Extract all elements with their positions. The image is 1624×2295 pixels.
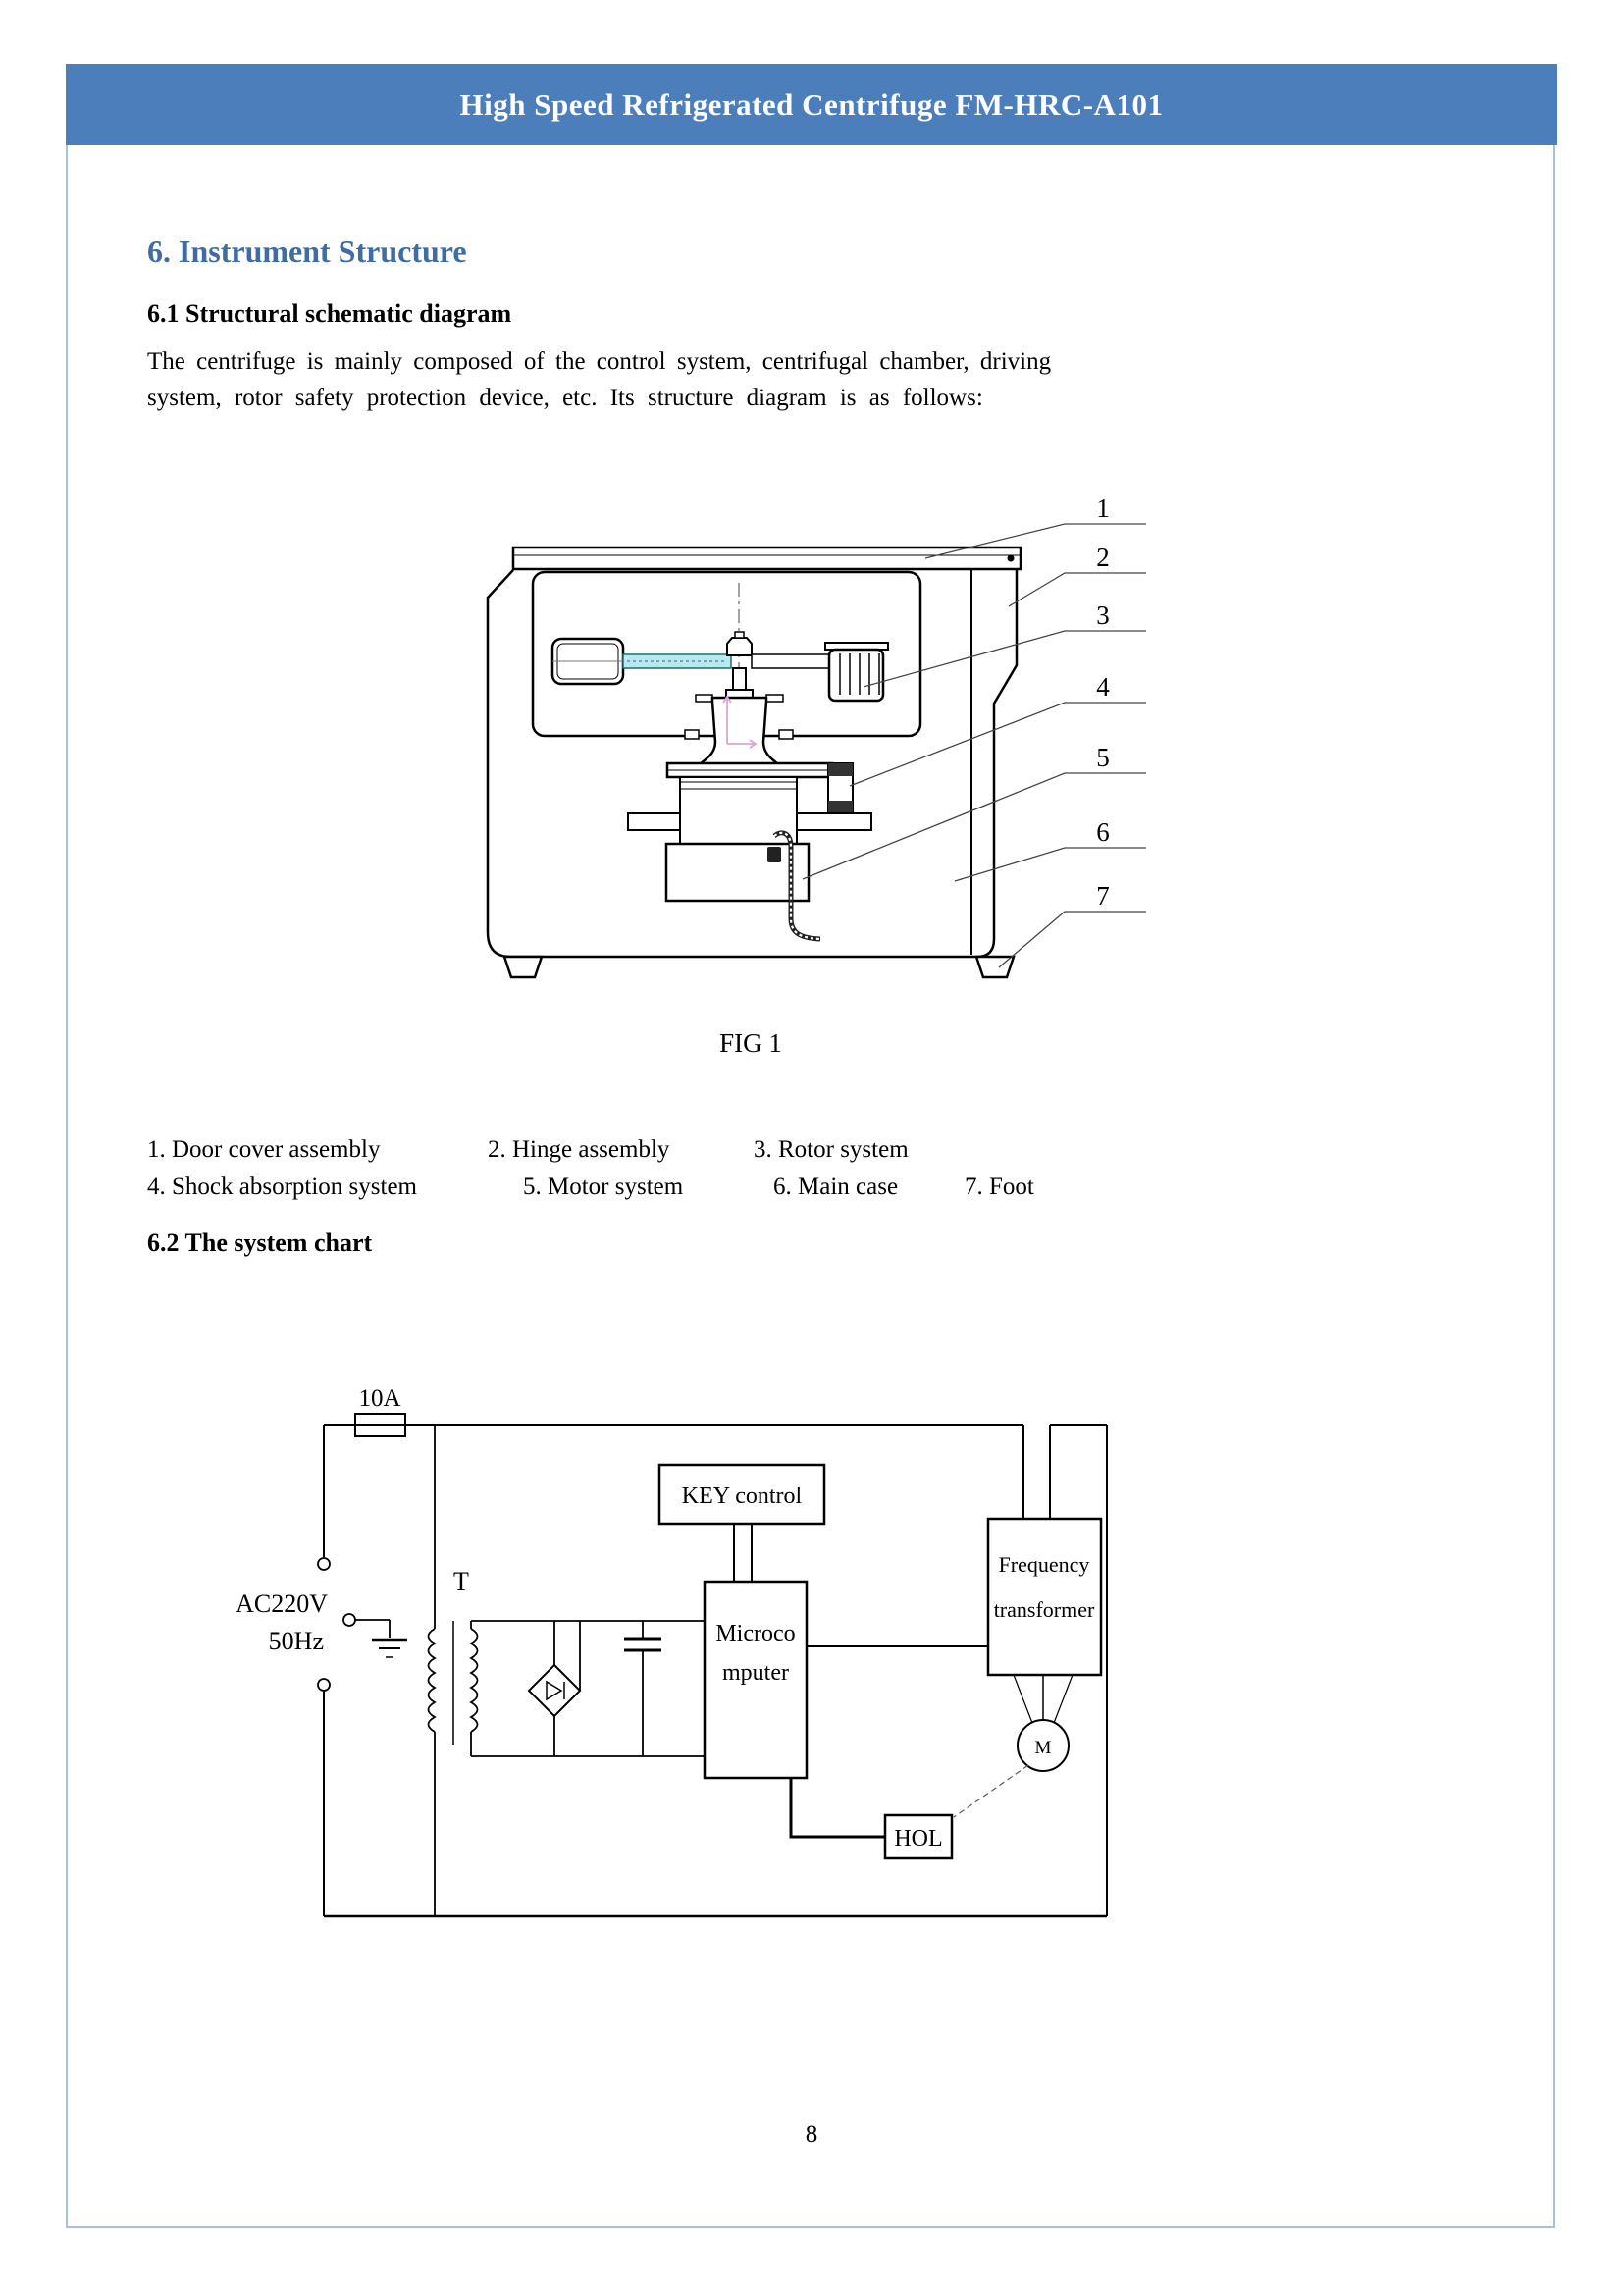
callout-4: 4 bbox=[1096, 672, 1110, 702]
subsection-heading-62: 6.2 The system chart bbox=[147, 1228, 373, 1257]
legend-motor: 5. Motor system bbox=[523, 1174, 684, 1200]
motor bbox=[1013, 1674, 1074, 1772]
microcomputer-label-1: Microco bbox=[715, 1621, 795, 1646]
subsection-heading-61: 6.1 Structural schematic diagram bbox=[147, 299, 512, 328]
legend-door-cover: 1. Door cover assembly bbox=[147, 1136, 381, 1163]
motor-label: M bbox=[1035, 1738, 1052, 1758]
circuit-labels: 10A AC220V 50Hz T KEY control Microco mp… bbox=[236, 1385, 1095, 1852]
rotor-system bbox=[550, 631, 889, 703]
body-text-line2: system, rotor safety protection device, … bbox=[147, 385, 983, 411]
callout-leaders bbox=[802, 523, 1146, 968]
fuse bbox=[354, 1413, 406, 1437]
frequency-label-1: Frequency bbox=[999, 1552, 1090, 1577]
legend-main-case: 6. Main case bbox=[773, 1174, 899, 1200]
section-heading: 6. Instrument Structure bbox=[147, 234, 467, 269]
system-chart: 10A AC220V 50Hz T KEY control Microco mp… bbox=[236, 1385, 1108, 1918]
hol-label: HOL bbox=[894, 1826, 942, 1852]
circuit-wires bbox=[323, 1424, 1108, 1918]
ac-frequency-label: 50Hz bbox=[269, 1627, 324, 1655]
cable-connector bbox=[767, 847, 781, 862]
key-control-box bbox=[657, 1463, 826, 1582]
legend-rotor: 3. Rotor system bbox=[754, 1136, 909, 1163]
ac-source bbox=[317, 1557, 356, 1692]
fig1-caption: FIG 1 bbox=[719, 1028, 782, 1058]
structure-diagram: 1 2 3 4 5 6 7 bbox=[486, 494, 1146, 979]
callout-7: 7 bbox=[1096, 881, 1110, 911]
legend-shock: 4. Shock absorption system bbox=[147, 1174, 417, 1200]
callout-2: 2 bbox=[1096, 543, 1110, 572]
callout-numbers: 1 2 3 4 5 6 7 bbox=[1096, 494, 1110, 911]
microcomputer-label-2: mputer bbox=[722, 1660, 789, 1686]
frequency-transformer-box bbox=[986, 1517, 1103, 1677]
page-header: High Speed Refrigerated Centrifuge FM-HR… bbox=[66, 64, 1557, 145]
capacitor bbox=[624, 1621, 661, 1756]
feet bbox=[502, 955, 1016, 979]
flow-arrow bbox=[722, 695, 758, 749]
door-cover-assembly bbox=[511, 546, 1022, 571]
callout-3: 3 bbox=[1096, 600, 1110, 630]
legend-foot: 7. Foot bbox=[965, 1174, 1034, 1200]
fuse-label: 10A bbox=[358, 1385, 400, 1412]
hol-box bbox=[789, 1764, 1029, 1860]
key-control-label: KEY control bbox=[682, 1484, 803, 1509]
body-text-line1: The centrifuge is mainly composed of the… bbox=[147, 348, 1052, 375]
ac-voltage-label: AC220V bbox=[236, 1590, 328, 1618]
microcomputer-box bbox=[703, 1580, 809, 1780]
legend-hinge: 2. Hinge assembly bbox=[488, 1136, 670, 1163]
callout-5: 5 bbox=[1096, 743, 1110, 772]
ground-symbol bbox=[355, 1619, 407, 1658]
transformer bbox=[427, 1425, 479, 1916]
page-number: 8 bbox=[805, 2121, 818, 2148]
page-title: High Speed Refrigerated Centrifuge FM-HR… bbox=[459, 86, 1164, 122]
rectifier-bridge bbox=[471, 1620, 705, 1757]
frequency-label-2: transformer bbox=[994, 1597, 1095, 1622]
transformer-label: T bbox=[453, 1567, 469, 1595]
callout-1: 1 bbox=[1096, 494, 1110, 523]
callout-6: 6 bbox=[1096, 817, 1110, 847]
motor-system bbox=[627, 776, 872, 942]
